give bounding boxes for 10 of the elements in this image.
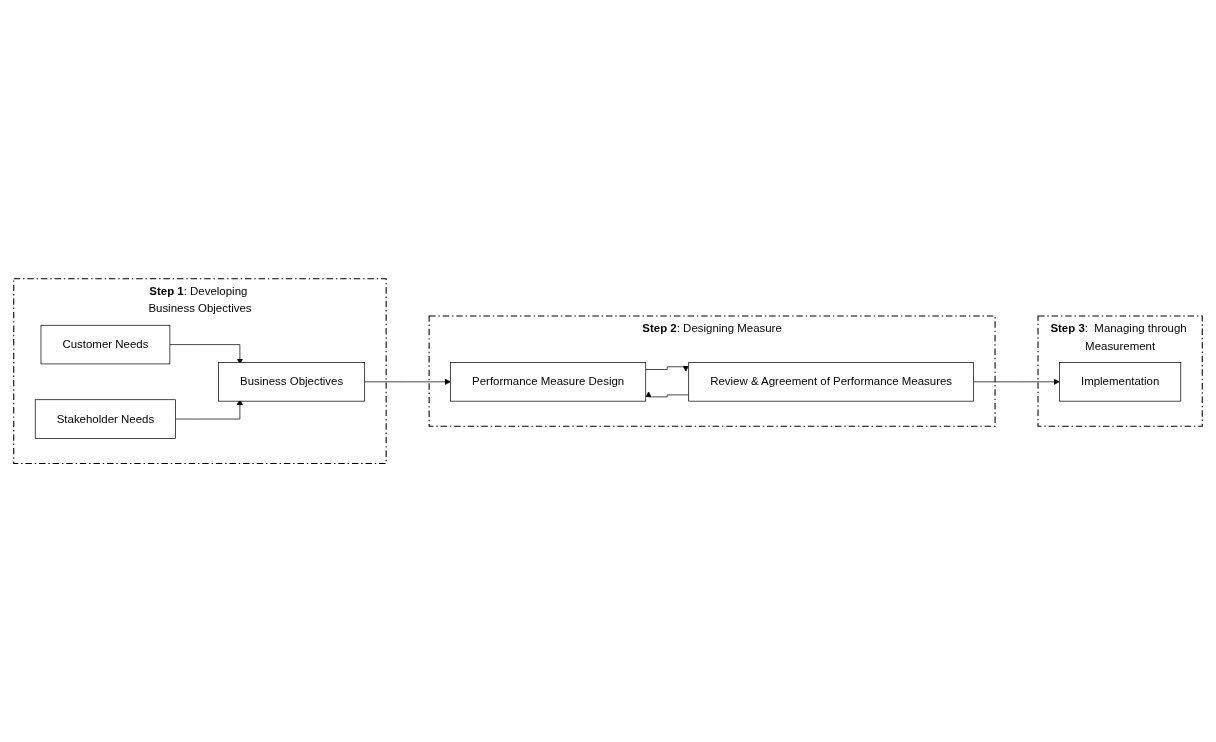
cluster <box>1037 315 1203 427</box>
flowchart-drawing: Step 3: Managing through Measurement Step 2: Designing Measure Step 1: Developing Business Objectives Customer Needs Stakeholder Needs Business Objectives Performance Measure Design Review & Agreement of Performance Measures Implementation <box>8 272 1208 470</box>
cluster <box>13 278 387 464</box>
cluster <box>428 315 996 427</box>
node-box <box>34 399 176 439</box>
node-box <box>450 362 647 402</box>
node-box <box>688 362 974 402</box>
node-box <box>1059 362 1182 402</box>
node-box <box>40 324 171 365</box>
node-box <box>218 362 366 402</box>
